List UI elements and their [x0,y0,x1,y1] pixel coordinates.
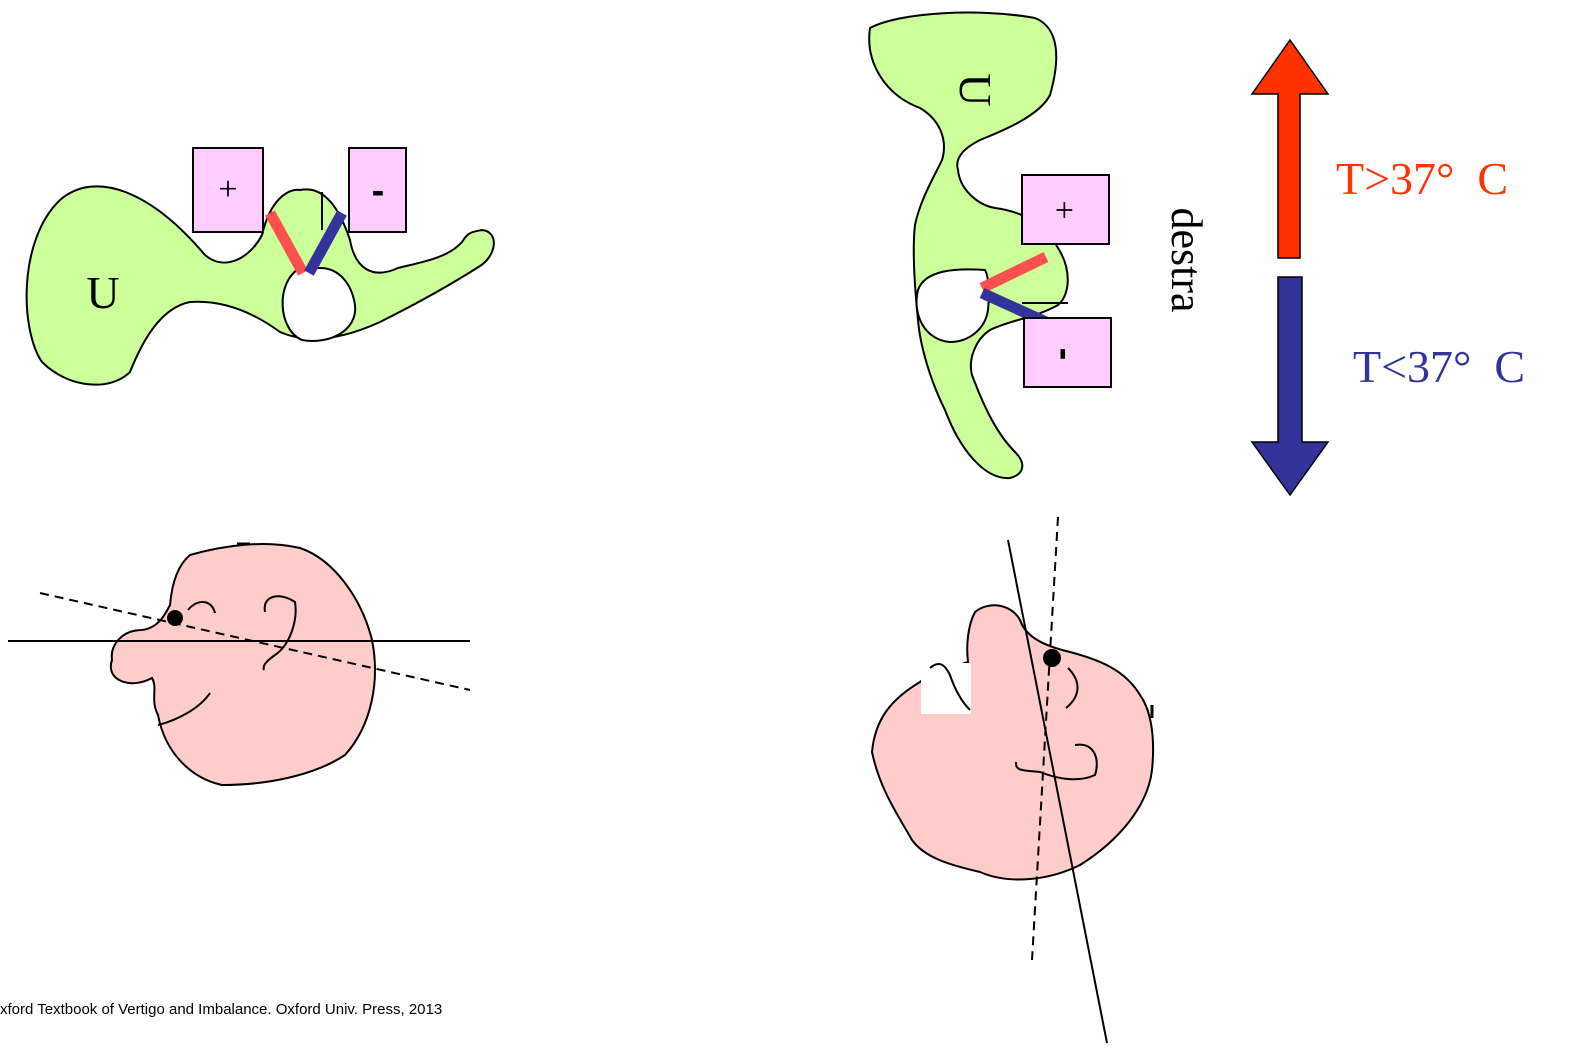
left-head-shape [109,543,376,787]
cold-label: T<37° C [1353,341,1525,392]
cold-arrow [1250,276,1330,497]
right-head-eye-brow [1065,667,1079,709]
right-minus-box [1023,317,1112,388]
left-plus-box [192,147,264,233]
left-head-diagram [8,542,471,787]
warm-arrow [1250,38,1330,259]
left-minus-label: - [372,170,385,212]
right-head-diagram [870,516,1155,1044]
left-cold-bar [304,210,347,276]
left-head-mouth [157,692,211,726]
left-cupula [281,267,357,342]
right-head-ear [1014,743,1098,781]
right-head-face-detail [929,663,971,711]
right-canal-shape [868,11,1069,480]
right-canal-diagram: + - U destra [868,11,1211,480]
left-head-ear [262,595,297,671]
left-warm-bar [265,210,308,276]
right-warm-bar [979,252,1049,293]
left-head-eye [167,610,183,626]
left-utricle-label: U [86,267,119,318]
left-head-canal-plane [39,592,471,691]
right-head-white-patch [921,663,971,714]
right-cupula [915,268,990,344]
right-utricle-label: U [950,73,1001,106]
left-head-eye-brow [187,601,216,614]
right-side-label: destra [1162,207,1211,312]
right-minus-label: - [1044,348,1086,361]
right-plus-label: + [1045,200,1082,219]
temperature-legend: T>37° C T<37° C [1250,38,1525,497]
right-head-eye [1043,649,1061,667]
left-canal-shape [25,185,495,386]
right-head-earth-vertical [1007,539,1108,1044]
warm-label: T>37° C [1336,153,1508,204]
left-minus-box [348,147,407,233]
left-canal-diagram: + - U [25,147,495,386]
left-plus-label: + [218,171,237,208]
right-plus-box [1021,174,1110,245]
citation: xford Textbook of Vertigo and Imbalance.… [0,1001,443,1018]
right-head-shape [870,604,1155,881]
